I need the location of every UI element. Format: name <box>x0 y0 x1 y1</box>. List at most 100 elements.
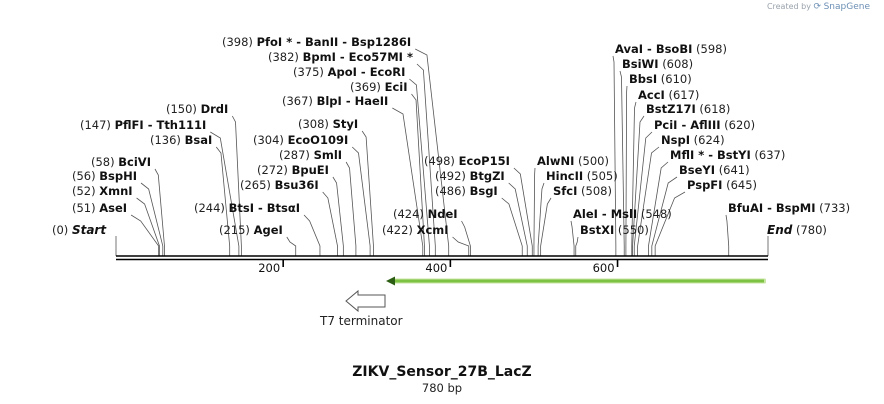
site-label-bstxi[interactable]: BstXI (550) <box>580 223 649 237</box>
axis-tick-label-600: 600 <box>593 261 615 275</box>
enzyme-name: XmnI <box>99 184 132 198</box>
enzyme-name: AflIII <box>690 118 720 132</box>
leader-mfli <box>648 161 669 256</box>
axis-tick-label-200: 200 <box>258 261 280 275</box>
site-label-bsgi[interactable]: (486) BsgI <box>435 184 498 198</box>
dna-backbone <box>116 255 768 261</box>
site-position: (382) <box>268 50 299 64</box>
enzyme-name: AgeI <box>254 223 283 237</box>
enzyme-name: AvaI <box>615 42 643 56</box>
site-label-xmni[interactable]: (52) XmnI <box>72 184 133 198</box>
site-position: (147) <box>80 118 111 132</box>
leader-bsgi <box>501 197 523 256</box>
enzyme-name: HincII <box>546 169 583 183</box>
site-label-styi[interactable]: (308) StyI <box>298 117 358 131</box>
site-label-bpuei[interactable]: (272) BpuEI <box>257 163 329 177</box>
site-label-pcii[interactable]: PciI - AflIII (620) <box>654 118 755 132</box>
enzyme-name: DrdI <box>201 102 229 116</box>
site-position: (52) <box>72 184 96 198</box>
leader-agei <box>286 236 297 256</box>
site-label-nspi[interactable]: NspI (624) <box>661 133 725 147</box>
site-label-btgzi[interactable]: (492) BtgZI <box>435 169 505 183</box>
site-label-bpmi[interactable]: (382) BpmI - Eco57MI * <box>268 50 413 64</box>
leader-ndei <box>461 220 471 256</box>
label-separator: - <box>338 35 351 49</box>
site-position: (548) <box>641 207 672 221</box>
site-position: (505) <box>587 169 618 183</box>
site-label-smli[interactable]: (287) SmlI <box>279 148 342 162</box>
leader-avai <box>612 55 617 256</box>
site-label-ecop15i[interactable]: (498) EcoP15I <box>424 154 510 168</box>
label-separator: - <box>643 42 656 56</box>
enzyme-name: SfcI <box>553 184 577 198</box>
leader-bcivi <box>154 168 165 256</box>
leader-ecii <box>411 93 425 256</box>
site-label-bsu36i[interactable]: (265) Bsu36I <box>240 178 319 192</box>
site-label-pspfi[interactable]: PspFI (645) <box>687 178 757 192</box>
enzyme-name: BsoBI <box>656 42 693 56</box>
site-label-avai[interactable]: AvaI - BsoBI (598) <box>615 42 727 56</box>
site-position: (424) <box>393 207 424 221</box>
site-label-agei[interactable]: (215) AgeI <box>219 223 283 237</box>
enzyme-name: MflI * <box>670 148 704 162</box>
map-length: 780 bp <box>421 381 463 395</box>
site-position: (369) <box>350 80 381 94</box>
site-label-map-start[interactable]: (0) Start <box>52 223 107 237</box>
enzyme-name: BtsI <box>229 201 254 215</box>
site-label-bsiwi[interactable]: BsiWI (608) <box>622 57 693 71</box>
label-separator: - <box>144 118 157 132</box>
enzyme-name: ApoI <box>328 65 357 79</box>
site-label-hincii[interactable]: HincII (505) <box>546 169 618 183</box>
leader-alei <box>570 220 575 256</box>
site-label-acci[interactable]: AccI (617) <box>638 88 699 102</box>
site-label-sfci[interactable]: SfcI (508) <box>553 184 612 198</box>
site-position: (244) <box>194 201 225 215</box>
site-label-pflfi[interactable]: (147) PflFI - Tth111I <box>80 118 206 132</box>
leader-alwni <box>533 167 536 256</box>
site-position: (272) <box>257 163 288 177</box>
leader-ecoo109i <box>351 146 371 256</box>
site-label-bbsi[interactable]: BbsI (610) <box>629 72 692 86</box>
site-position: (733) <box>819 201 850 215</box>
enzyme-name: BsiWI <box>622 57 659 71</box>
enzyme-name: StyI <box>333 117 359 131</box>
enzyme-name: PciI <box>654 118 677 132</box>
site-label-map-end[interactable]: End (780) <box>767 223 827 237</box>
green-feature <box>386 276 766 286</box>
enzyme-name: BstXI <box>580 223 614 237</box>
site-label-pfoi[interactable]: (398) PfoI * - BanII - Bsp1286I <box>222 35 411 49</box>
site-label-bsphi[interactable]: (56) BspHI <box>72 169 137 183</box>
site-position: (641) <box>719 163 750 177</box>
site-position: (304) <box>253 133 284 147</box>
site-label-asei[interactable]: (51) AseI <box>72 201 127 215</box>
site-position: (265) <box>240 178 271 192</box>
site-label-bstz17i[interactable]: BstZ17I (618) <box>646 102 730 116</box>
enzyme-name: Bsp1286I <box>351 35 411 49</box>
site-label-alei[interactable]: AleI - MslI (548) <box>573 207 672 221</box>
enzyme-name: NdeI <box>428 207 458 221</box>
site-label-ndei[interactable]: (424) NdeI <box>393 207 458 221</box>
site-label-apoi[interactable]: (375) ApoI - EcoRI <box>293 65 405 79</box>
site-label-xcmi[interactable]: (422) XcmI <box>382 223 449 237</box>
site-label-bcivi[interactable]: (58) BciVI <box>91 155 151 169</box>
site-label-bfuai[interactable]: BfuAI - BspMI (733) <box>728 201 850 215</box>
site-label-ecoo109i[interactable]: (304) EcoO109I <box>253 133 348 147</box>
site-label-bseyi[interactable]: BseYI (641) <box>679 163 750 177</box>
site-label-mfli[interactable]: MflI * - BstYI (637) <box>670 148 785 162</box>
label-separator: - <box>292 35 305 49</box>
leader-btsi <box>303 214 321 256</box>
leader-sfci <box>540 197 552 256</box>
site-position: (215) <box>219 223 250 237</box>
site-position: (645) <box>726 178 757 192</box>
site-label-drdi[interactable]: (150) DrdI <box>166 102 228 116</box>
site-position: (308) <box>298 117 329 131</box>
leader-blpi <box>392 107 424 256</box>
site-label-bsai[interactable]: (136) BsaI <box>150 133 212 147</box>
enzyme-name: BbsI <box>629 72 657 86</box>
site-position: (598) <box>696 42 727 56</box>
site-label-alwni[interactable]: AlwNI (500) <box>537 154 609 168</box>
enzyme-name: BpmI <box>303 50 336 64</box>
site-label-btsi[interactable]: (244) BtsI - BtsαI <box>194 201 300 215</box>
site-label-blpi[interactable]: (367) BlpI - HaeII <box>282 94 388 108</box>
site-label-ecii[interactable]: (369) EciI <box>350 80 408 94</box>
